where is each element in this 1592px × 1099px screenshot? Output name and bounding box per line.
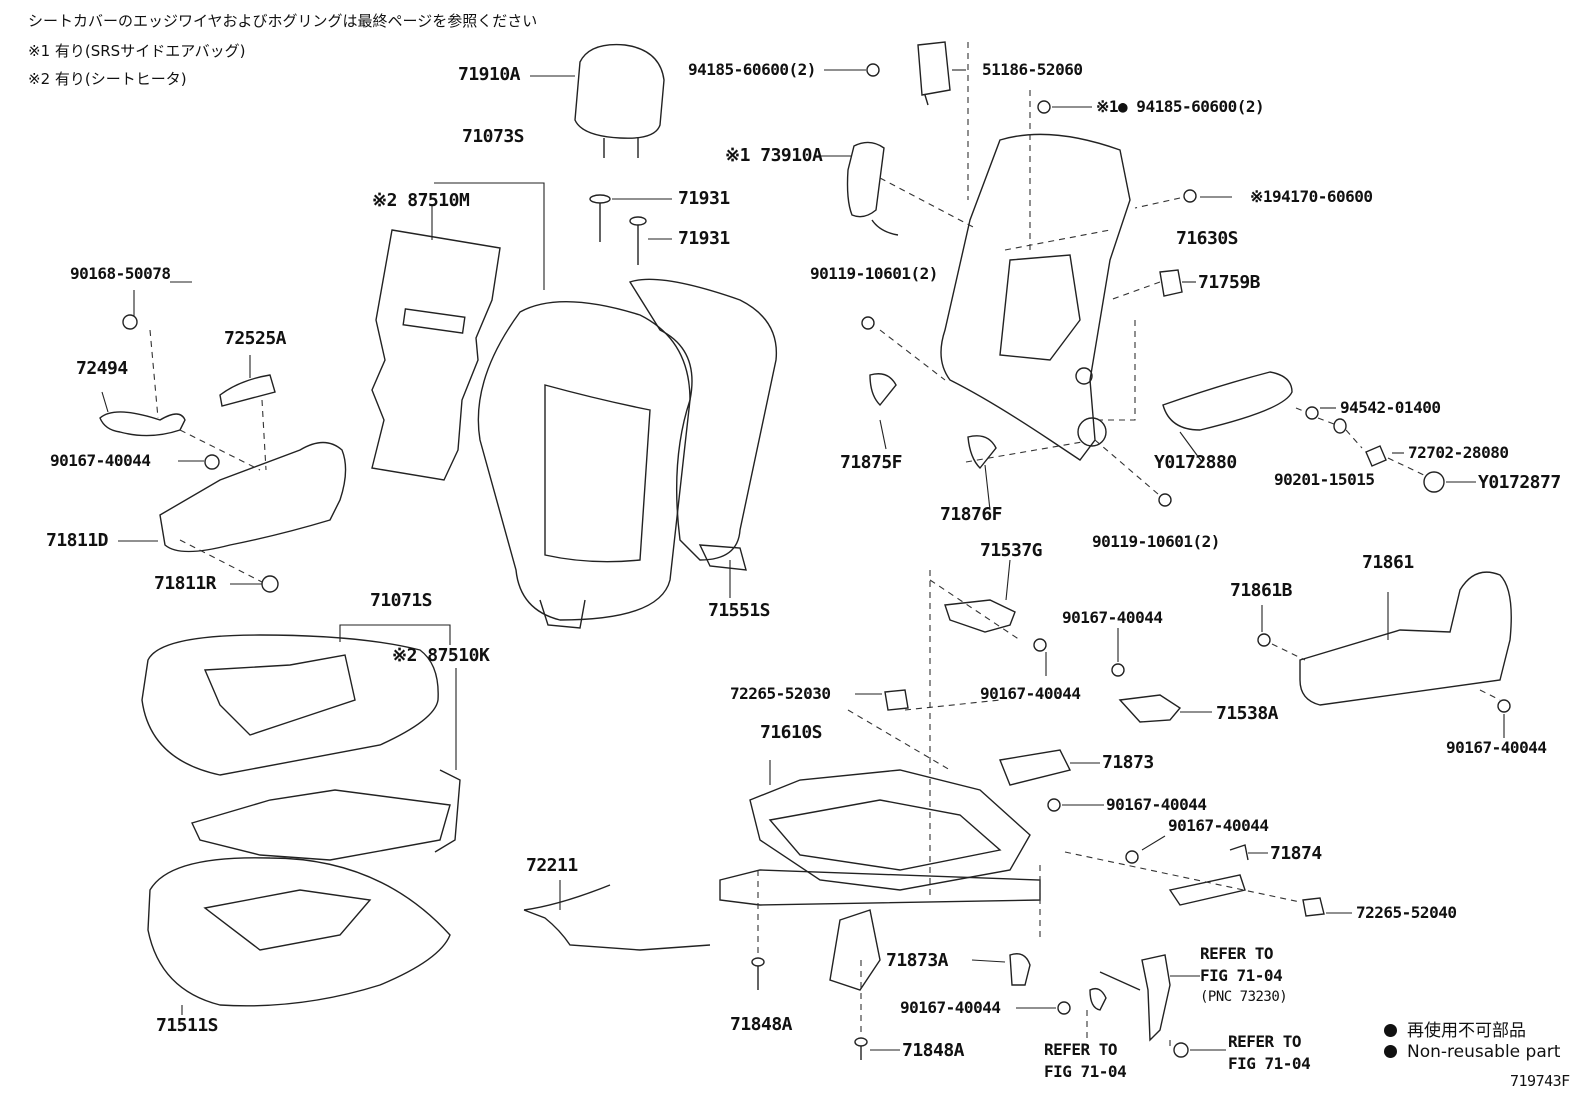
label-Y0172877: Y0172877 bbox=[1478, 472, 1561, 493]
label-72211: 72211 bbox=[526, 855, 578, 876]
label-90167-40044-f: 90167-40044 bbox=[900, 998, 1001, 1017]
note-cover-edge-wire: シートカバーのエッジワイヤおよびホグリングは最終ページを参照ください bbox=[28, 12, 538, 30]
label-71931-lower: 71931 bbox=[678, 228, 730, 249]
label-71873: 71873 bbox=[1102, 752, 1154, 773]
label-71811D: 71811D bbox=[46, 530, 109, 551]
label-87510K: ※2 87510K bbox=[392, 645, 490, 666]
wire-72211-drawing bbox=[523, 884, 711, 951]
label-94170-60600: ※194170-60600 bbox=[1250, 187, 1373, 206]
label-71876F: 71876F bbox=[940, 504, 1003, 525]
label-71874: 71874 bbox=[1270, 843, 1322, 864]
legend-en: Non-reusable part bbox=[1384, 1042, 1560, 1062]
label-72494: 72494 bbox=[76, 358, 128, 379]
figure-id: 719743F bbox=[1510, 1072, 1570, 1090]
label-71848A-upper: 71848A bbox=[730, 1014, 793, 1035]
refer-fig-line2: FIG 71-04 bbox=[1044, 1062, 1127, 1081]
refer-fig-line3: FIG 71-04 bbox=[1228, 1054, 1311, 1073]
label-71875F: 71875F bbox=[840, 452, 903, 473]
label-71071S: 71071S bbox=[370, 590, 433, 611]
label-71931-upper: 71931 bbox=[678, 188, 730, 209]
seatback-heater-drawing bbox=[371, 229, 501, 481]
label-94185-60600-upper: 94185-60600(2) bbox=[688, 60, 816, 79]
headrest-drawing bbox=[574, 43, 665, 158]
label-90119-10601-lower: 90119-10601(2) bbox=[1092, 532, 1220, 551]
label-71511S: 71511S bbox=[156, 1015, 219, 1036]
label-71610S: 71610S bbox=[760, 722, 823, 743]
label-72265-52040: 72265-52040 bbox=[1356, 903, 1457, 922]
label-90167-40044-d: 90167-40044 bbox=[1106, 795, 1207, 814]
refer-to-line1: REFER TO bbox=[1200, 944, 1274, 963]
label-71759B: 71759B bbox=[1198, 272, 1261, 293]
seatback-rear-drawing bbox=[628, 278, 778, 571]
label-90119-10601-upper: 90119-10601(2) bbox=[810, 264, 938, 283]
headrest-guides-drawing bbox=[589, 194, 672, 265]
label-72265-52030: 72265-52030 bbox=[730, 684, 831, 703]
label-51186-52060: 51186-52060 bbox=[982, 60, 1083, 79]
label-90167-40044-left: 90167-40044 bbox=[50, 451, 151, 470]
label-71073S: 71073S bbox=[462, 126, 525, 147]
label-71630S: 71630S bbox=[1176, 228, 1239, 249]
label-90167-40044-e: 90167-40044 bbox=[1168, 816, 1269, 835]
bracket-51186-drawing bbox=[917, 41, 951, 106]
seat-cushion-drawing bbox=[141, 634, 461, 1007]
bracket-71537G-drawing bbox=[944, 599, 1016, 633]
non-reusable-dot-icon bbox=[1384, 1045, 1397, 1058]
label-71873A: 71873A bbox=[886, 950, 949, 971]
airbag-73910A-drawing bbox=[846, 141, 885, 218]
refer-fig-line1: FIG 71-04 bbox=[1200, 966, 1283, 985]
label-72525A: 72525A bbox=[224, 328, 287, 349]
legend-jp-text: 再使用不可部品 bbox=[1407, 1021, 1526, 1041]
label-90201-15015: 90201-15015 bbox=[1274, 470, 1375, 489]
label-71848A-lower: 71848A bbox=[902, 1040, 965, 1061]
note-srs-airbag: ※1 有り(SRSサイドエアバッグ) bbox=[28, 42, 246, 60]
label-71537G: 71537G bbox=[980, 540, 1043, 561]
refer-to-line3: REFER TO bbox=[1228, 1032, 1302, 1051]
seatback-frame-drawing bbox=[940, 133, 1131, 461]
label-71861B: 71861B bbox=[1230, 580, 1293, 601]
side-shield-drawing bbox=[99, 314, 347, 593]
label-71910A: 71910A bbox=[458, 64, 521, 85]
legend-en-text: Non-reusable part bbox=[1407, 1042, 1561, 1062]
note-seat-heater: ※2 有り(シートヒータ) bbox=[28, 70, 187, 88]
label-90168-50078: 90168-50078 bbox=[70, 264, 171, 283]
label-94185-60600-lower: ※1● 94185-60600(2) bbox=[1096, 97, 1265, 116]
label-90167-40044-a: 90167-40044 bbox=[1062, 608, 1163, 627]
label-90167-40044-c: 90167-40044 bbox=[1446, 738, 1547, 757]
label-94542-01400: 94542-01400 bbox=[1340, 398, 1441, 417]
label-71861: 71861 bbox=[1362, 552, 1414, 573]
label-71538A: 71538A bbox=[1216, 703, 1279, 724]
refer-to-line2: REFER TO bbox=[1044, 1040, 1118, 1059]
refer-pnc-line1: (PNC 73230) bbox=[1200, 989, 1288, 1005]
label-87510M: ※2 87510M bbox=[372, 190, 470, 211]
label-71811R: 71811R bbox=[154, 573, 217, 594]
label-72702-28080: 72702-28080 bbox=[1408, 443, 1509, 462]
label-90167-40044-b: 90167-40044 bbox=[980, 684, 1081, 703]
cover-71861-drawing bbox=[1299, 571, 1512, 706]
seatback-cover-drawing bbox=[477, 301, 691, 629]
label-Y0172880: Y0172880 bbox=[1154, 452, 1237, 473]
non-reusable-dot-icon bbox=[1384, 1024, 1397, 1037]
label-73910A: ※1 73910A bbox=[725, 145, 823, 166]
label-71551S: 71551S bbox=[708, 600, 771, 621]
legend-jp: 再使用不可部品 bbox=[1384, 1016, 1526, 1041]
